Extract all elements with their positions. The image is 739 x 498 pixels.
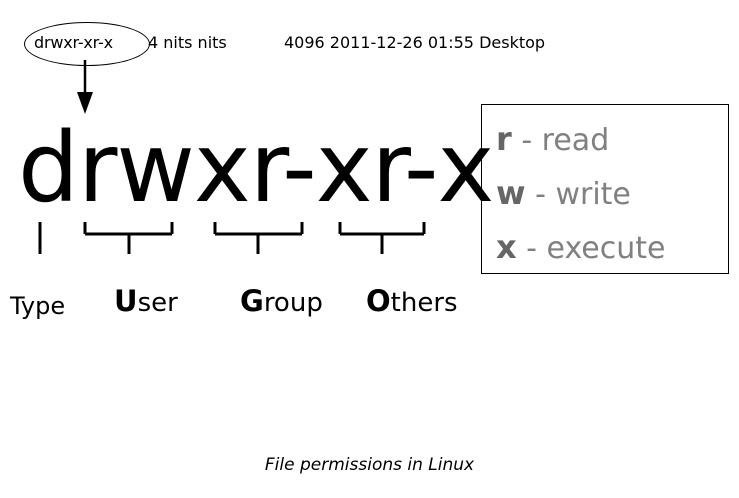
- legend-letter-w: w: [496, 174, 526, 212]
- segment-label-group: Group: [240, 286, 323, 318]
- legend-row-read: r - read: [496, 113, 728, 167]
- segment-label-type-rest: Type: [10, 292, 66, 320]
- segment-label-group-rest: roup: [263, 288, 323, 318]
- bracket-group: [213, 222, 304, 254]
- legend-letter-r: r: [496, 120, 512, 158]
- segment-label-others-bold: O: [366, 284, 391, 318]
- permission-legend-box: r - read w - write x - execute: [481, 104, 729, 274]
- segment-label-group-bold: G: [240, 284, 264, 318]
- segment-label-type: Type: [10, 289, 65, 321]
- legend-row-write: w - write: [496, 167, 728, 221]
- legend-text-read: - read: [511, 123, 610, 158]
- bracket-user: [83, 222, 174, 254]
- bracket-others: [338, 222, 426, 254]
- segment-brackets: [38, 222, 426, 254]
- ls-size-date-name-text: 4096 2011-12-26 01:55 Desktop: [284, 33, 546, 52]
- ls-permissions-text: drwxr-xr-x: [34, 33, 113, 52]
- legend-text-execute: - execute: [516, 231, 666, 266]
- segment-label-others-rest: thers: [390, 288, 458, 318]
- segment-label-user-rest: ser: [137, 288, 178, 318]
- down-arrow-icon: [77, 60, 93, 114]
- ls-output-line: drwxr-xr-x 4 nits nits 4096 2011-12-26 0…: [0, 22, 739, 66]
- segment-label-others: Others: [366, 286, 458, 318]
- permission-highlight-ellipse: [24, 22, 150, 66]
- figure-caption: File permissions in Linux: [264, 455, 475, 475]
- legend-row-execute: x - execute: [496, 221, 728, 275]
- legend-letter-x: x: [496, 228, 517, 266]
- segment-label-user: User: [114, 286, 178, 318]
- big-permission-string: drwxr-xr-x: [18, 112, 494, 224]
- segment-label-user-bold: U: [114, 284, 138, 318]
- legend-text-write: - write: [525, 177, 631, 212]
- ls-links-owner-text: 4 nits nits: [148, 33, 227, 52]
